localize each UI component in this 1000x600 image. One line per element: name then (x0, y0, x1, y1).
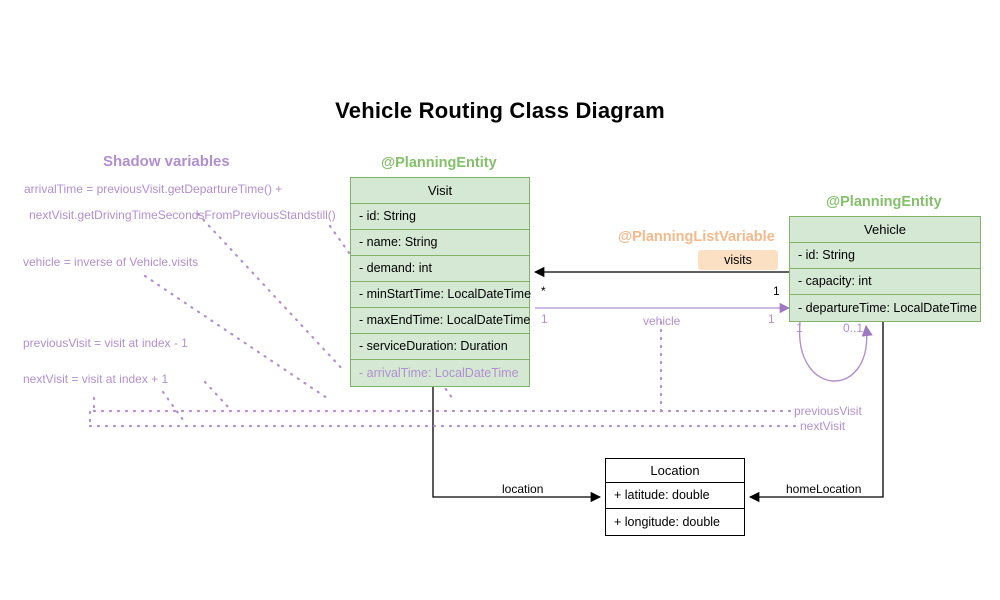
shadow-variables-heading: Shadow variables (103, 153, 230, 170)
next-visit-role-label: nextVisit (800, 419, 846, 433)
vehicle-stereotype: @PlanningEntity (826, 194, 942, 210)
visit-attribute-min-start-time: - minStartTime: LocalDateTime (351, 282, 531, 308)
visit-attribute-demand: - demand: int (351, 256, 529, 282)
visit-stereotype: @PlanningEntity (381, 155, 497, 171)
visits-association-stereotype: @PlanningListVariable (618, 229, 775, 245)
location-attribute-latitude: + latitude: double (606, 483, 744, 509)
class-box-vehicle: Vehicle - id: String - capacity: int - d… (789, 216, 981, 322)
class-box-visit: Visit - id: String - name: String - dema… (350, 177, 531, 387)
visit-class-name: Visit (351, 178, 529, 204)
vehicle-ref-target-multiplicity: 1 (768, 312, 775, 326)
vehicle-self-loop-right-multiplicity: 0..1 (843, 321, 864, 335)
shadow-note-vehicle: vehicle = inverse of Vehicle.visits (23, 255, 199, 269)
visit-attribute-name: - name: String (351, 230, 529, 256)
location-attribute-longitude: + longitude: double (614, 514, 720, 529)
shadow-note-next-visit: nextVisit = visit at index + 1 (23, 372, 169, 386)
visit-attribute-arrival-time: - arrivalTime: LocalDateTime (359, 365, 519, 380)
vehicle-attribute-departure-time: - departureTime: LocalDateTime (798, 300, 978, 315)
vehicle-home-location-label: homeLocation (786, 482, 862, 496)
vehicle-ref-label: vehicle (643, 314, 681, 328)
visit-location-label: location (502, 482, 544, 496)
previous-visit-role-label: previousVisit (794, 404, 862, 418)
location-class-name: Location (606, 459, 744, 483)
class-box-location: Location + latitude: double + longitude:… (605, 458, 745, 536)
vehicle-class-name: Vehicle (790, 217, 980, 243)
vehicle-ref-source-multiplicity: 1 (541, 312, 548, 326)
vehicle-attribute-id: - id: String (790, 243, 980, 269)
shadow-note-previous-visit: previousVisit = visit at index - 1 (23, 336, 188, 350)
visit-attribute-service-duration: - serviceDuration: Duration (351, 334, 529, 360)
visits-source-multiplicity: 1 (773, 284, 780, 298)
visits-target-multiplicity: * (541, 284, 546, 298)
page-title: Vehicle Routing Class Diagram (335, 98, 665, 123)
visits-association-badge: visits (698, 250, 778, 270)
shadow-note-arrival-time-2: nextVisit.getDrivingTimeSecondsFromPrevi… (29, 208, 336, 222)
visit-attribute-id: - id: String (351, 204, 529, 230)
vehicle-attribute-capacity: - capacity: int (790, 269, 980, 295)
shadow-note-arrival-time-1: arrivalTime = previousVisit.getDeparture… (24, 182, 283, 196)
visit-attribute-max-end-time: - maxEndTime: LocalDateTime (351, 308, 530, 334)
vehicle-self-loop-left-multiplicity: 1 (796, 321, 803, 335)
edge-visit-location (432, 386, 602, 503)
